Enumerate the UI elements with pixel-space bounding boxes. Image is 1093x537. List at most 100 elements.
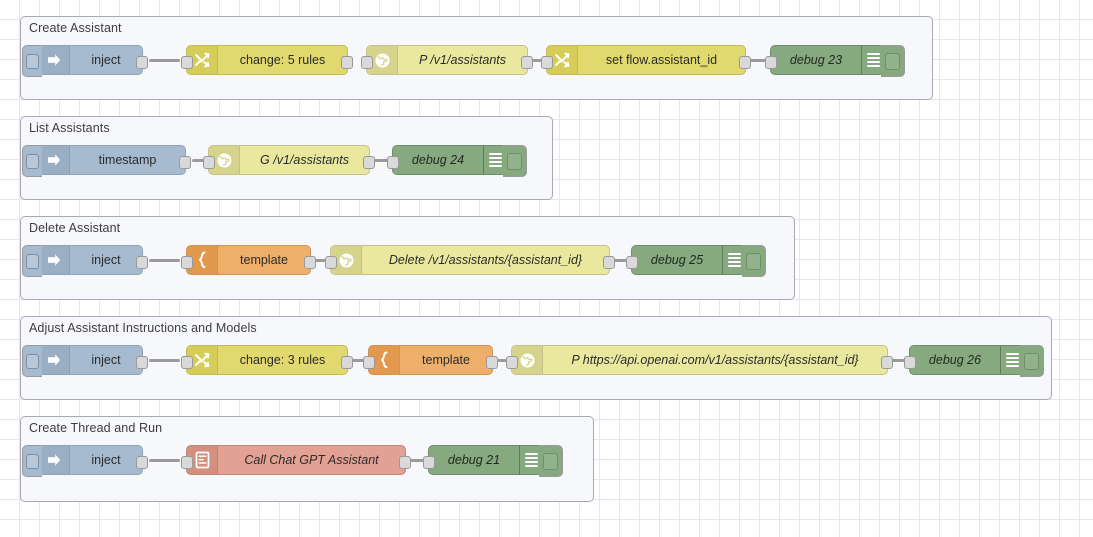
node-inject[interactable]: timestamp bbox=[22, 145, 191, 177]
output-port[interactable] bbox=[486, 356, 498, 369]
inject-trigger-button[interactable] bbox=[22, 345, 42, 377]
debug-lines-icon bbox=[483, 146, 506, 174]
node-label: set flow.assistant_id bbox=[605, 53, 718, 67]
input-port[interactable] bbox=[626, 256, 638, 269]
input-port[interactable] bbox=[506, 356, 518, 369]
debug-toggle-button[interactable] bbox=[742, 245, 766, 277]
node-inject[interactable]: inject bbox=[22, 445, 148, 477]
inject-trigger-button[interactable] bbox=[22, 445, 42, 477]
node-label: change: 3 rules bbox=[239, 353, 326, 367]
input-port[interactable] bbox=[203, 156, 215, 169]
debug-lines-icon bbox=[722, 246, 745, 274]
wire[interactable] bbox=[149, 59, 180, 62]
wire[interactable] bbox=[371, 159, 402, 162]
output-port[interactable] bbox=[881, 356, 893, 369]
input-port[interactable] bbox=[904, 356, 916, 369]
wire[interactable] bbox=[149, 359, 180, 362]
wire[interactable] bbox=[149, 459, 180, 462]
node-inject[interactable]: inject bbox=[22, 245, 148, 277]
inject-arrow-icon bbox=[39, 346, 70, 374]
node-label: P https://api.openai.com/v1/assistants/{… bbox=[571, 353, 859, 367]
inject-trigger-button[interactable] bbox=[22, 145, 42, 177]
node-debug[interactable]: debug 23 bbox=[765, 45, 905, 77]
node-label: debug 23 bbox=[789, 53, 843, 67]
input-port[interactable] bbox=[181, 456, 193, 469]
node-http[interactable]: Delete /v1/assistants/{assistant_id} bbox=[325, 245, 615, 275]
node-func[interactable]: Call Chat GPT Assistant bbox=[181, 445, 411, 475]
input-port[interactable] bbox=[541, 56, 553, 69]
group-label: Adjust Assistant Instructions and Models bbox=[29, 321, 257, 335]
debug-toggle-button[interactable] bbox=[1020, 345, 1044, 377]
wire[interactable] bbox=[149, 259, 180, 262]
input-port[interactable] bbox=[423, 456, 435, 469]
node-label: G /v1/assistants bbox=[260, 153, 349, 167]
inject-trigger-button[interactable] bbox=[22, 245, 42, 277]
node-debug[interactable]: debug 24 bbox=[387, 145, 527, 177]
output-port[interactable] bbox=[136, 56, 148, 69]
node-change[interactable]: set flow.assistant_id bbox=[541, 45, 751, 75]
node-label: timestamp bbox=[98, 153, 157, 167]
node-change[interactable]: change: 3 rules bbox=[181, 345, 353, 375]
node-template[interactable]: template bbox=[363, 345, 498, 375]
input-port[interactable] bbox=[325, 256, 337, 269]
node-change[interactable]: change: 5 rules bbox=[181, 45, 353, 75]
input-port[interactable] bbox=[361, 56, 373, 69]
debug-toggle-button[interactable] bbox=[503, 145, 527, 177]
input-port[interactable] bbox=[765, 56, 777, 69]
debug-toggle-button[interactable] bbox=[881, 45, 905, 77]
output-port[interactable] bbox=[304, 256, 316, 269]
node-http[interactable]: G /v1/assistants bbox=[203, 145, 375, 175]
node-label: Call Chat GPT Assistant bbox=[244, 453, 379, 467]
wire[interactable] bbox=[747, 59, 778, 62]
node-inject[interactable]: inject bbox=[22, 45, 148, 77]
output-port[interactable] bbox=[136, 456, 148, 469]
node-label: debug 24 bbox=[411, 153, 465, 167]
node-label: debug 21 bbox=[447, 453, 501, 467]
inject-arrow-icon bbox=[39, 46, 70, 74]
input-port[interactable] bbox=[181, 256, 193, 269]
output-port[interactable] bbox=[521, 56, 533, 69]
group-label: List Assistants bbox=[29, 121, 110, 135]
debug-lines-icon bbox=[519, 446, 542, 474]
node-label: inject bbox=[91, 253, 121, 267]
output-port[interactable] bbox=[739, 56, 751, 69]
output-port[interactable] bbox=[136, 256, 148, 269]
node-inject[interactable]: inject bbox=[22, 345, 148, 377]
node-label: Delete /v1/assistants/{assistant_id} bbox=[388, 253, 583, 267]
inject-arrow-icon bbox=[39, 446, 70, 474]
output-port[interactable] bbox=[399, 456, 411, 469]
output-port[interactable] bbox=[179, 156, 191, 169]
node-label: template bbox=[422, 353, 470, 367]
node-label: inject bbox=[91, 453, 121, 467]
node-debug[interactable]: debug 25 bbox=[626, 245, 766, 277]
node-label: P /v1/assistants bbox=[418, 53, 507, 67]
node-template[interactable]: template bbox=[181, 245, 316, 275]
node-label: change: 5 rules bbox=[239, 53, 326, 67]
input-port[interactable] bbox=[363, 356, 375, 369]
output-port[interactable] bbox=[603, 256, 615, 269]
inject-trigger-button[interactable] bbox=[22, 45, 42, 77]
inject-arrow-icon bbox=[39, 246, 70, 274]
output-port[interactable] bbox=[363, 156, 375, 169]
output-port[interactable] bbox=[136, 356, 148, 369]
debug-lines-icon bbox=[1000, 346, 1023, 374]
node-http[interactable]: P https://api.openai.com/v1/assistants/{… bbox=[506, 345, 893, 375]
wire[interactable] bbox=[407, 459, 438, 462]
node-label: inject bbox=[91, 353, 121, 367]
input-port[interactable] bbox=[181, 56, 193, 69]
node-label: debug 25 bbox=[650, 253, 704, 267]
node-debug[interactable]: debug 21 bbox=[423, 445, 563, 477]
node-debug[interactable]: debug 26 bbox=[904, 345, 1044, 377]
group-label: Delete Assistant bbox=[29, 221, 121, 235]
node-label: inject bbox=[91, 53, 121, 67]
node-http[interactable]: P /v1/assistants bbox=[361, 45, 533, 75]
input-port[interactable] bbox=[181, 356, 193, 369]
inject-arrow-icon bbox=[39, 146, 70, 174]
input-port[interactable] bbox=[387, 156, 399, 169]
output-port[interactable] bbox=[341, 356, 353, 369]
output-port[interactable] bbox=[341, 56, 353, 69]
node-label: template bbox=[240, 253, 288, 267]
debug-toggle-button[interactable] bbox=[539, 445, 563, 477]
change-swap-icon bbox=[187, 46, 218, 74]
